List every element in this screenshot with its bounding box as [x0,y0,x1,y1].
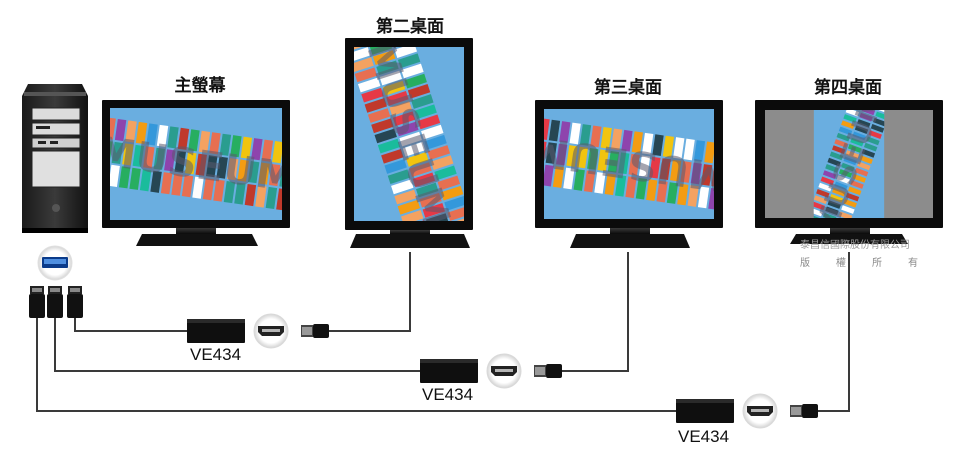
main-display: MUSEUM [102,100,290,246]
adapter-model-label: VE434 [422,385,474,404]
adapter-model-label: VE434 [678,427,730,446]
cable-adapter1-to-second [328,252,411,332]
cable-adapter2-to-third [562,252,629,372]
hdmi-plug-icon [534,364,562,378]
watermark-char: 權 [836,258,846,269]
screen-artwork: MUSEUM [813,110,885,218]
ve434-adapter [420,353,562,389]
hdmi-port-icon [486,353,522,389]
usb-port-icon [37,245,73,281]
watermark-char: 版 [800,258,810,269]
hdmi-plug-icon [301,324,329,338]
adapters [187,313,818,429]
usb-plug-icon [67,286,83,318]
hdmi-plug-icon [790,404,818,418]
label-third-display: 第三桌面 [594,78,662,98]
hdmi-port-icon [253,313,289,349]
hdmi-port-icon [742,393,778,429]
label-second-display: 第二桌面 [376,17,444,37]
screen-artwork: MUSEUM [544,109,714,219]
cable-main-to-adapter1 [74,318,187,332]
screen-artwork: MUSEUM [354,47,464,221]
usb-plugs [29,286,83,318]
label-main-display: 主螢幕 [174,76,226,96]
adapter-body [187,319,245,343]
cable-adapter3-to-fourth [818,252,850,412]
screen-artwork: MUSEUM [110,108,282,220]
ve434-adapter [676,393,818,429]
cable-main-to-adapter2 [54,318,420,372]
watermark-char: 有 [908,258,918,269]
third-display: MUSEUM [535,100,723,248]
fourth-display: MUSEUM [755,100,943,244]
watermark-char: 所 [872,258,882,269]
second-display: MUSEUM [345,38,473,248]
ve434-adapter [187,313,329,349]
watermark-copyright: 版 權 所 有 [800,254,918,269]
adapter-model-label: VE434 [190,345,242,364]
label-fourth-display: 第四桌面 [814,78,882,98]
cable-main-to-adapter3 [36,318,676,412]
adapter-body [676,399,734,423]
adapter-body [420,359,478,383]
cables [36,252,850,412]
monitors: MUSEUM MUSEUM MUSEUM MUSEUM [102,38,943,248]
usb-plug-icon [47,286,63,318]
pc-tower [22,84,88,233]
usb-plug-icon [29,286,45,318]
watermark-company: 泰昌信國際股份有限公司 [800,240,910,251]
